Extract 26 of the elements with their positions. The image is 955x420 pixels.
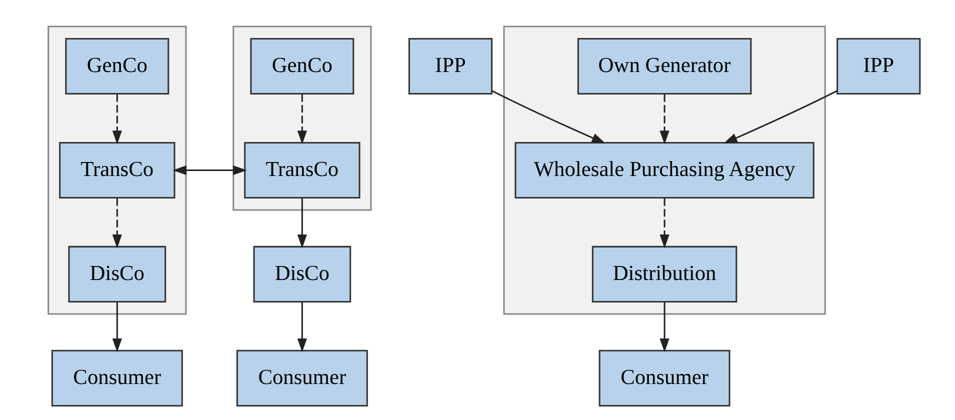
node-box: Wholesale Purchasing Agency — [514, 142, 814, 199]
arrow — [112, 94, 122, 144]
arrow — [112, 302, 122, 352]
arrow — [296, 94, 306, 144]
node-box: TransCo — [58, 142, 175, 199]
node-box: Distribution — [591, 246, 737, 302]
node-box: GenCo — [64, 38, 169, 95]
arrow — [491, 90, 606, 144]
node-box: Consumer — [236, 350, 368, 406]
arrow — [659, 302, 669, 352]
node-box: TransCo — [244, 142, 360, 199]
node-box: GenCo — [250, 38, 354, 95]
node-box: Own Generator — [576, 38, 752, 95]
arrow — [112, 198, 122, 248]
arrow — [296, 302, 306, 352]
node-box: IPP — [408, 38, 492, 95]
node-box: Consumer — [50, 350, 182, 406]
arrow — [296, 198, 306, 248]
node-box: DisCo — [68, 246, 166, 302]
node-box: DisCo — [252, 246, 351, 302]
node-box: IPP — [836, 38, 920, 95]
arrow — [659, 198, 669, 248]
arrow — [659, 94, 669, 144]
node-box: Consumer — [598, 350, 730, 406]
arrow — [723, 90, 837, 144]
cluster — [502, 26, 826, 315]
